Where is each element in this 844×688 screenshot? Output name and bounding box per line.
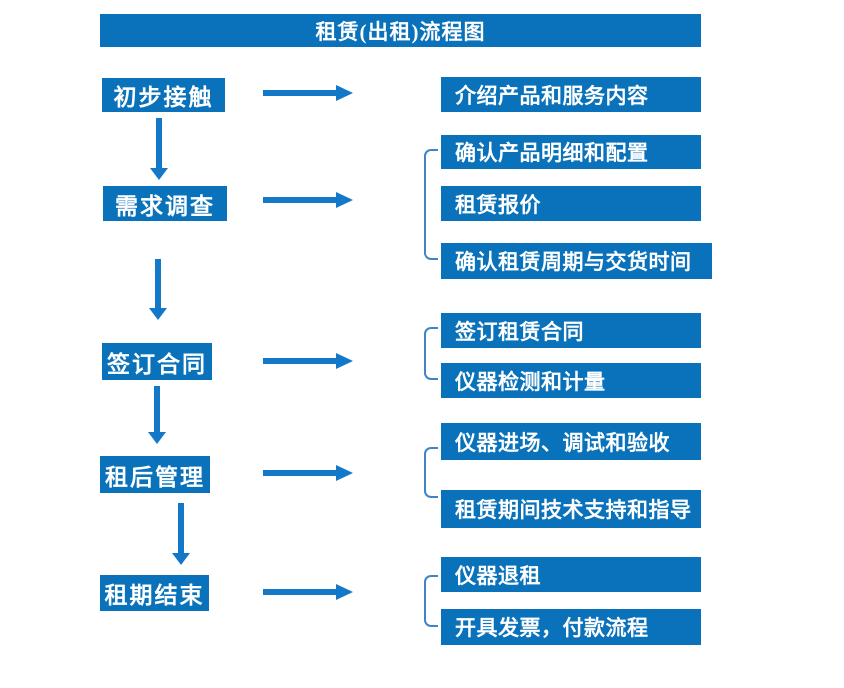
arrow-shaft	[263, 589, 336, 595]
arrow-head	[336, 353, 353, 369]
group-bracket-post-rental	[424, 447, 438, 498]
arrow-head	[336, 85, 353, 101]
arrow-shaft	[263, 197, 336, 203]
down-arrow-icon-1	[150, 118, 168, 180]
right-arrow-icon-1	[263, 85, 353, 101]
right-arrow-icon-3	[263, 353, 353, 369]
arrow-head	[336, 465, 353, 481]
arrow-head	[336, 584, 353, 600]
arrow-head	[336, 192, 353, 208]
down-arrow-icon-3	[148, 386, 166, 444]
arrow-shaft	[178, 503, 184, 553]
detail-invoice-payment: 开具发票，付款流程	[441, 609, 701, 645]
step-rental-end: 租期结束	[100, 575, 209, 611]
detail-confirm-product-config: 确认产品明细和配置	[441, 135, 701, 169]
arrow-shaft	[263, 470, 336, 476]
arrow-shaft	[263, 358, 336, 364]
step-initial-contact: 初步接触	[102, 78, 225, 112]
step-post-rental-management: 租后管理	[100, 456, 210, 493]
detail-rental-quotation: 租赁报价	[441, 186, 701, 221]
step-demand-survey: 需求调查	[103, 186, 227, 221]
right-arrow-icon-4	[263, 465, 353, 481]
group-bracket-sign-contract	[424, 327, 438, 380]
detail-sign-rental-contract: 签订租赁合同	[441, 313, 701, 348]
down-arrow-icon-2	[149, 259, 167, 320]
detail-confirm-period-delivery: 确认租赁周期与交货时间	[441, 243, 712, 279]
flowchart-title: 租赁(出租)流程图	[100, 14, 701, 47]
group-bracket-rental-end	[424, 575, 438, 627]
arrow-head	[150, 168, 168, 180]
detail-technical-support: 租赁期间技术支持和指导	[441, 490, 701, 528]
detail-instrument-return: 仪器退租	[441, 557, 701, 592]
arrow-shaft	[263, 90, 336, 96]
arrow-shaft	[156, 118, 162, 168]
detail-instrument-arrival-acceptance: 仪器进场、调试和验收	[441, 423, 701, 460]
detail-instrument-testing: 仪器检测和计量	[441, 363, 701, 398]
right-arrow-icon-5	[263, 584, 353, 600]
detail-introduce-products: 介绍产品和服务内容	[441, 77, 701, 112]
down-arrow-icon-4	[172, 503, 190, 565]
arrow-shaft	[155, 259, 161, 308]
right-arrow-icon-2	[263, 192, 353, 208]
arrow-head	[172, 553, 190, 565]
arrow-shaft	[154, 386, 160, 432]
step-sign-contract: 签订合同	[102, 343, 212, 380]
arrow-head	[149, 308, 167, 320]
arrow-head	[148, 432, 166, 444]
group-bracket-demand-survey	[424, 149, 438, 260]
